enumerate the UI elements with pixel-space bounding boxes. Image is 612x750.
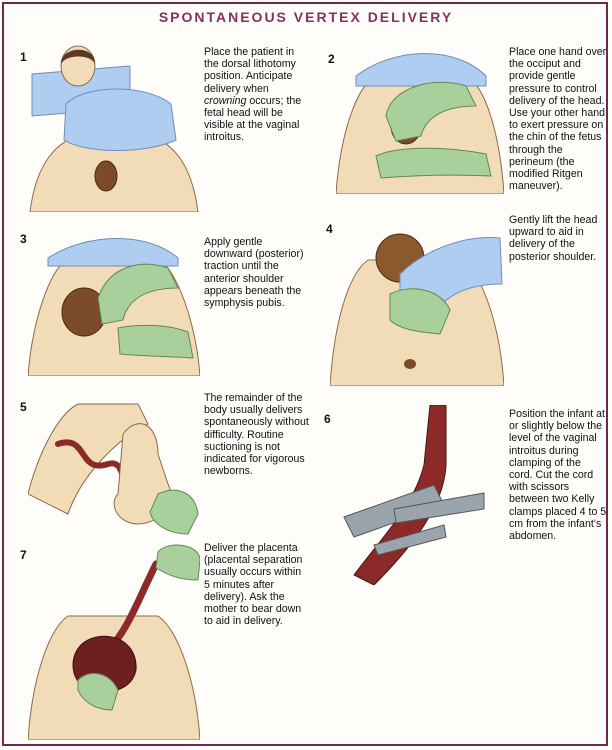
step-3-illustration bbox=[28, 238, 200, 376]
step-2-caption: Place one hand over the occiput and prov… bbox=[509, 46, 607, 193]
step-6-illustration bbox=[343, 405, 485, 585]
step-6-caption: Position the infant at or slightly below… bbox=[509, 408, 607, 543]
step-5-illustration bbox=[28, 403, 199, 535]
step-3-number: 3 bbox=[20, 232, 27, 246]
step-1-caption-italic: crowning bbox=[204, 94, 247, 107]
step-1-caption-part2: occurs; the fetal head will be visible a… bbox=[204, 94, 302, 144]
step-7-number: 7 bbox=[20, 548, 27, 562]
step-5-number: 5 bbox=[20, 400, 27, 414]
step-5-caption: The remainder of the body usually delive… bbox=[204, 392, 309, 478]
step-4-number: 4 bbox=[326, 222, 333, 236]
step-4-illustration bbox=[330, 233, 504, 386]
step-6-number: 6 bbox=[324, 412, 331, 426]
step-7-illustration bbox=[28, 544, 200, 740]
step-3-caption: Apply gentle downward (posterior) tracti… bbox=[204, 236, 304, 310]
step-2-number: 2 bbox=[328, 52, 335, 66]
step-1-caption-part1: Place the patient in the dorsal lithotom… bbox=[204, 46, 296, 95]
step-1-caption: Place the patient in the dorsal lithotom… bbox=[204, 46, 309, 144]
step-7-caption: Deliver the placenta (placental separati… bbox=[204, 542, 303, 628]
page-title: SPONTANEOUS VERTEX DELIVERY bbox=[158, 9, 454, 25]
step-2-illustration bbox=[336, 53, 504, 194]
step-4-caption: Gently lift the head upward to aid in de… bbox=[509, 214, 598, 263]
step-1-number: 1 bbox=[20, 50, 27, 64]
step-1-illustration bbox=[29, 45, 199, 212]
